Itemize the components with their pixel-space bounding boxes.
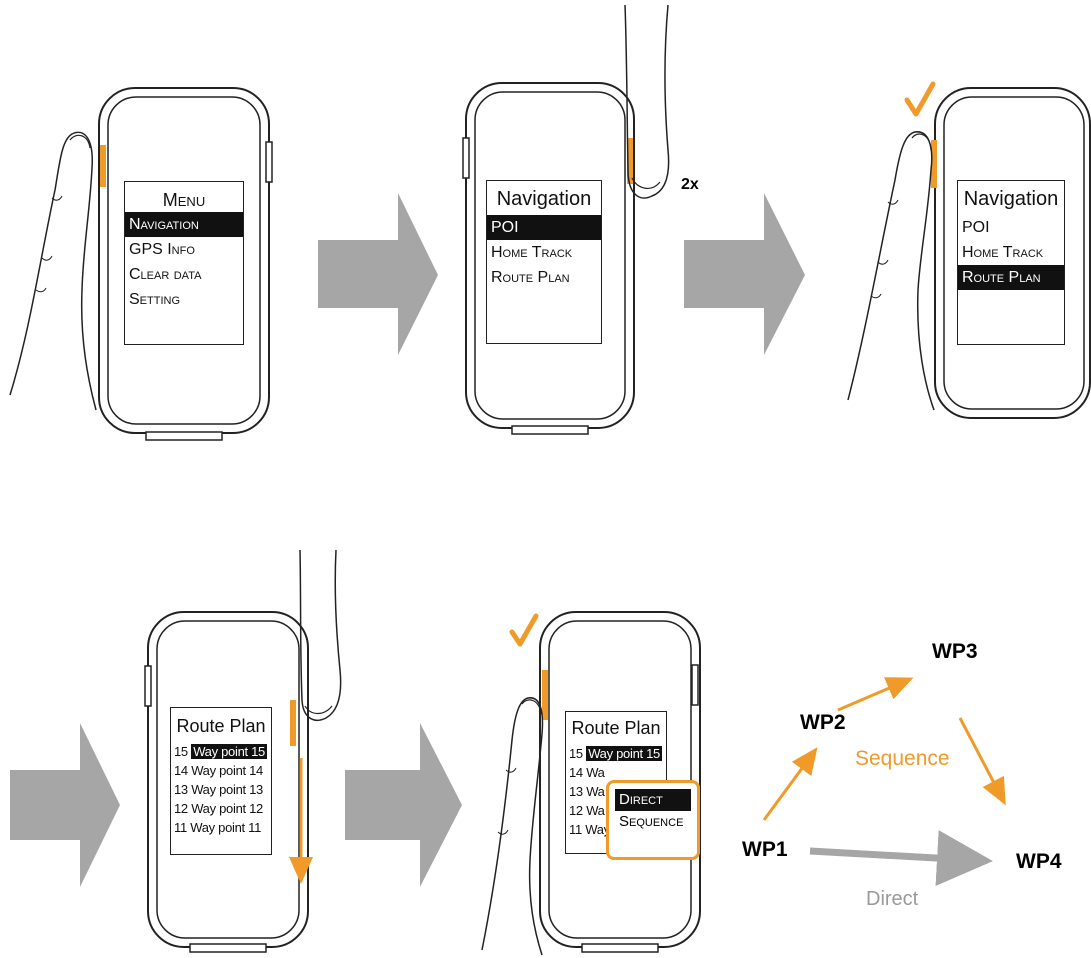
waypoint-item: 14 Way point 14 <box>171 761 271 780</box>
popup-option: Direct <box>615 789 691 811</box>
waypoint-name: Way point 14 <box>191 763 263 778</box>
waypoint-name: Way point 15 <box>191 744 267 759</box>
finger-1 <box>9 131 97 411</box>
side-button-highlight <box>100 145 106 187</box>
popup-option: Sequence <box>619 813 684 830</box>
waypoint-name: Wa <box>586 784 605 799</box>
waypoint-item: 13 Wa <box>566 782 666 801</box>
wp2-label: WP2 <box>800 711 846 734</box>
finger-5 <box>481 697 544 956</box>
waypoint-number: 14 <box>174 763 188 778</box>
waypoint-number: 15 <box>174 744 188 759</box>
waypoint-item: 12 Way point 12 <box>171 799 271 818</box>
waypoint-name: Wa <box>586 803 605 818</box>
waypoint-item: 12 Wa <box>566 801 666 820</box>
arrow-wp1-wp2 <box>762 747 818 821</box>
screen-title: Route Plan <box>176 716 266 736</box>
waypoint-number: 14 <box>569 765 583 780</box>
flow-arrow-1 <box>318 193 438 355</box>
menu-item: Home Track <box>962 244 1044 261</box>
menu-item: Navigation <box>125 212 243 237</box>
waypoint-number: 11 <box>174 820 187 835</box>
menu-item: Home Track <box>491 244 573 261</box>
waypoint-item: 14 Wa <box>566 763 666 782</box>
menu-item: POI <box>487 215 601 240</box>
waypoint-number: 12 <box>569 803 583 818</box>
screen-title: Navigation <box>963 188 1059 210</box>
checkmark-icon <box>904 81 936 117</box>
menu-item: Route Plan <box>491 269 570 286</box>
flow-arrow-2 <box>684 193 805 355</box>
waypoint-number: 11 <box>569 822 582 837</box>
waypoint-number: 15 <box>569 746 583 761</box>
arrow-wp2-wp3 <box>837 677 914 712</box>
menu-item: Setting <box>129 291 181 308</box>
waypoint-name: Way point 13 <box>191 782 263 797</box>
waypoint-number: 12 <box>174 801 188 816</box>
waypoint-item: 13 Way point 13 <box>171 780 271 799</box>
screen-title: Navigation <box>496 188 592 210</box>
waypoint-number: 13 <box>569 784 583 799</box>
menu-item: GPS Info <box>129 241 195 258</box>
screen-title: Route Plan <box>571 718 661 738</box>
bottom-port <box>145 431 223 441</box>
flow-arrow-3 <box>10 723 120 887</box>
waypoint-name: Way <box>585 822 610 837</box>
arrow-wp3-wp4 <box>958 717 1006 806</box>
waypoint-name: Way point 12 <box>191 801 263 816</box>
finger-4 <box>299 549 342 721</box>
sequence-label: Sequence <box>855 747 950 770</box>
waypoint-item: 15 Way point 15 <box>566 744 666 763</box>
finger-3 <box>847 131 935 411</box>
arrow-wp1-wp4 <box>809 830 993 887</box>
flow-arrow-4 <box>345 723 462 887</box>
wp3-label: WP3 <box>932 640 978 663</box>
wp4-label: WP4 <box>1016 850 1062 873</box>
wp1-label: WP1 <box>742 838 788 861</box>
waypoint-number: 13 <box>174 782 188 797</box>
direct-label: Direct <box>866 888 919 910</box>
waypoint-item: 15 Way point 15 <box>171 742 271 761</box>
checkmark-icon <box>509 613 539 647</box>
menu-item: POI <box>962 219 990 236</box>
screen-title: Menu <box>162 190 206 210</box>
waypoint-name: Wa <box>586 765 605 780</box>
menu-item: Route Plan <box>958 265 1064 290</box>
waypoint-item: 11 Way point 11 <box>171 818 271 837</box>
finger-2 <box>624 4 670 199</box>
press-count-label: 2x <box>681 176 699 193</box>
waypoint-item: 11 Way <box>566 820 666 839</box>
side-button-right <box>265 141 273 183</box>
finger-1-nail <box>69 134 91 149</box>
waypoint-name: Way point 11 <box>190 820 262 835</box>
waypoint-name: Way point 15 <box>586 746 662 761</box>
menu-item: Clear data <box>129 266 202 283</box>
